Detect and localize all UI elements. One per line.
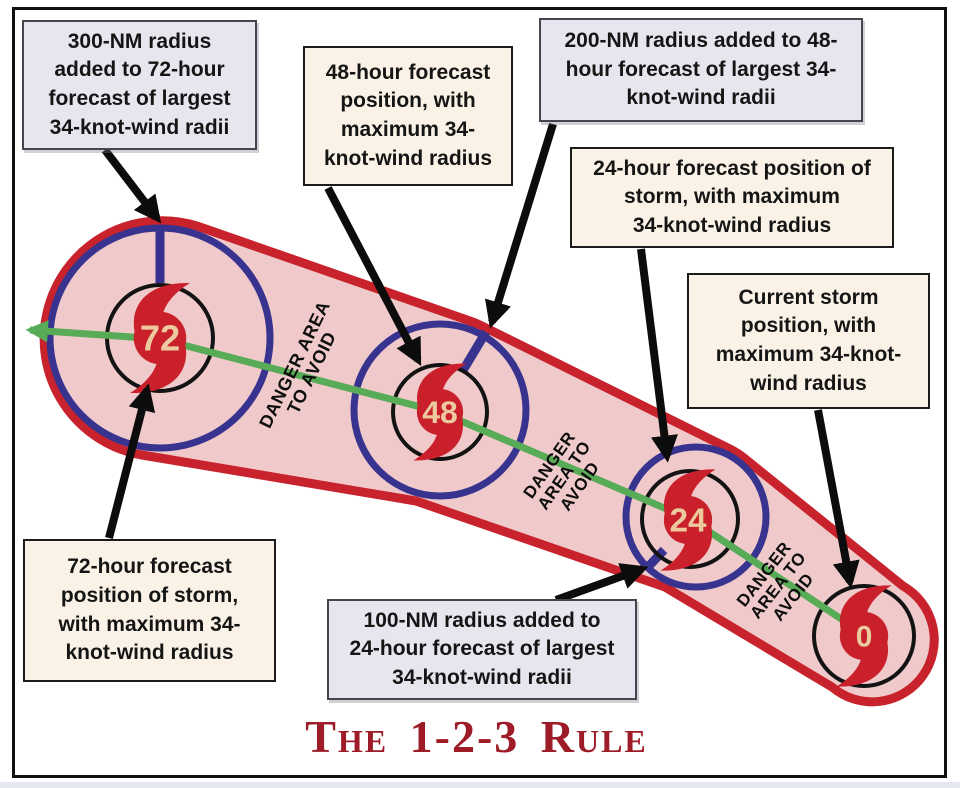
callout-48hr: 48-hour forecast position, with maximum … bbox=[303, 46, 513, 186]
callout-72hr: 72-hour forecast position of storm, with… bbox=[23, 539, 276, 682]
bottom-strip bbox=[0, 782, 960, 788]
storm-label-24: 24 bbox=[669, 503, 707, 540]
page-title: The 1-2-3 Rule bbox=[305, 711, 648, 762]
callout-300nm: 300-NM radius added to 72-hour forecast … bbox=[22, 20, 257, 150]
wind-radius-circle-0 bbox=[812, 584, 916, 688]
arrow-48hr bbox=[324, 186, 422, 367]
wind-radius-circle-48 bbox=[391, 363, 489, 461]
arrow-100nm bbox=[554, 563, 649, 604]
arrow-24hr bbox=[637, 248, 678, 463]
callout-200nm: 200-NM radius added to 48- hour forecast… bbox=[539, 18, 863, 122]
arrow-200nm bbox=[485, 122, 557, 329]
storm-label-48: 48 bbox=[422, 394, 457, 430]
callout-current: Current storm position, with maximum 34-… bbox=[687, 273, 930, 409]
wind-radius-circle-24 bbox=[640, 469, 740, 569]
storm-label-0: 0 bbox=[856, 620, 873, 653]
radius-marker-48 bbox=[458, 329, 490, 375]
storm-label-72: 72 bbox=[140, 318, 180, 359]
hurricane-icon-72: 72 bbox=[130, 282, 190, 394]
arrow-current bbox=[814, 409, 860, 589]
added-radius-circle-24 bbox=[622, 443, 770, 591]
callout-24hr: 24-hour forecast position of storm, with… bbox=[570, 147, 894, 248]
added-radius-circle-48 bbox=[350, 320, 530, 500]
hurricane-icon-48: 48 bbox=[413, 363, 467, 461]
arrow-72hr bbox=[105, 383, 156, 539]
added-radius-circle-72 bbox=[46, 224, 274, 452]
radius-marker-24 bbox=[644, 546, 668, 571]
callout-100nm: 100-NM radius added to 24-hour forecast … bbox=[327, 599, 637, 700]
arrow-300nm bbox=[101, 147, 162, 224]
hurricane-icon-0: 0 bbox=[836, 585, 892, 687]
hurricane-icon-24: 24 bbox=[660, 469, 716, 571]
